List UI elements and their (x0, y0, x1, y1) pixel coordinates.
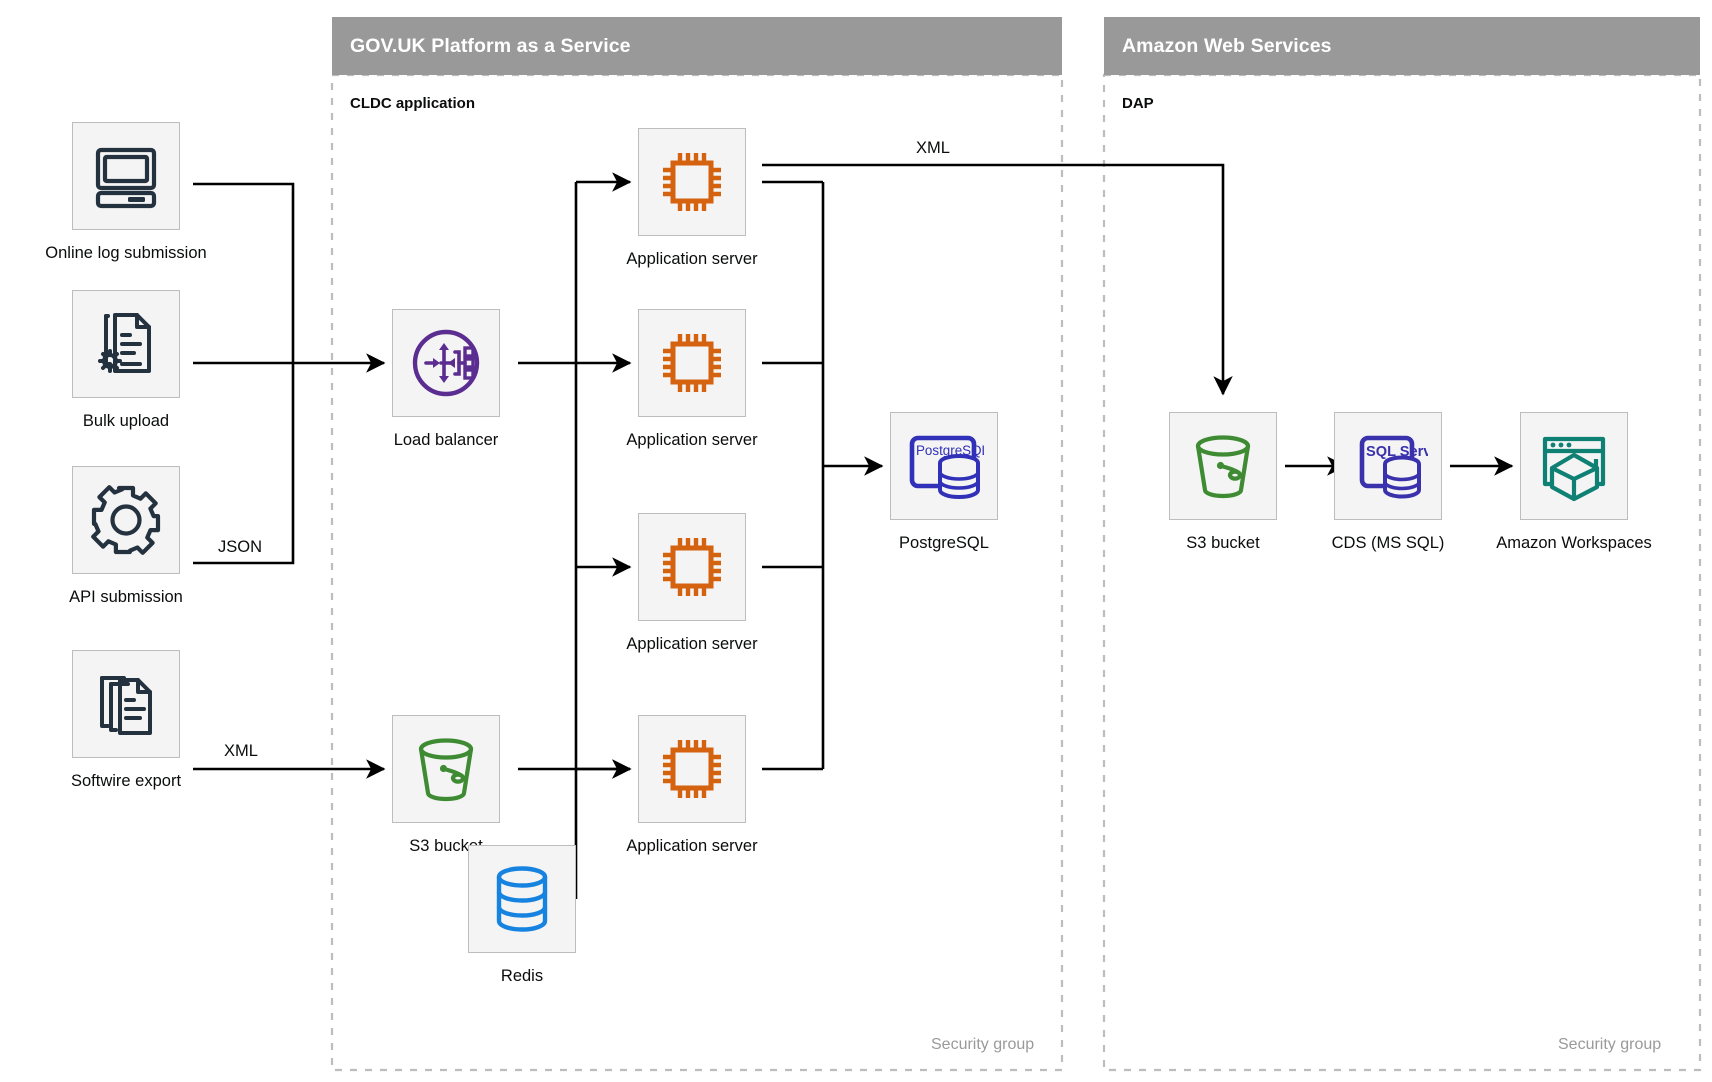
node-label: Online log submission (45, 244, 207, 262)
node-label: Load balancer (393, 431, 499, 449)
zone-subtitle-paas: CLDC application (350, 95, 476, 112)
node-app-server-4[interactable]: Application server (626, 715, 758, 855)
node-label: Application server (626, 635, 758, 653)
zone-title-paas: GOV.UK Platform as a Service (350, 34, 631, 57)
node-amazon-workspaces[interactable]: Amazon Workspaces (1496, 412, 1652, 552)
json-edge-label: JSON (218, 538, 263, 556)
load-balancer-icon-box (392, 309, 500, 417)
paas-security-group-label: Security group (931, 1036, 1035, 1053)
xml-softwire-edge-label: XML (224, 742, 258, 760)
postgresql-icon-text: PostgreSQL (916, 443, 984, 458)
node-app-server-1[interactable]: Application server (626, 128, 758, 268)
cpu-chip-icon-box (638, 513, 746, 621)
node-label: Application server (626, 837, 758, 855)
s3-bucket-icon-box (1169, 412, 1277, 520)
node-s3-bucket-paas[interactable]: S3 bucket (392, 715, 500, 855)
node-app-server-3[interactable]: Application server (626, 513, 758, 653)
node-cds-ms-sql[interactable]: SQL Server CDS (MS SQL) (1332, 412, 1444, 552)
connector-lines (193, 163, 1514, 899)
node-label: CDS (MS SQL) (1331, 534, 1445, 552)
zone-header-paas: GOV.UK Platform as a Service (332, 17, 1062, 75)
xml-dap-edge-label: XML (916, 139, 950, 157)
node-label: S3 bucket (409, 837, 483, 855)
gear-icon-box (72, 466, 180, 574)
node-label: PostgreSQL (899, 534, 989, 552)
aws-security-group-label: Security group (1558, 1036, 1662, 1053)
workspaces-cube-icon (1542, 436, 1606, 502)
node-s3-bucket-aws[interactable]: S3 bucket (1169, 412, 1277, 552)
node-api-submission[interactable]: API submission (69, 466, 183, 606)
document-gear-icon (98, 313, 151, 373)
document-gear-icon-box (72, 290, 180, 398)
cpu-chip-icon (663, 153, 721, 211)
documents-stack-icon-box (72, 650, 180, 758)
documents-stack-icon (100, 676, 152, 735)
load-balancer-icon (412, 329, 480, 397)
zone-subtitle-aws: DAP (1122, 95, 1154, 112)
cpu-chip-icon (663, 740, 721, 798)
cpu-chip-icon (663, 334, 721, 392)
workspaces-cube-icon-box (1520, 412, 1628, 520)
node-label: API submission (69, 588, 183, 606)
cpu-chip-icon-box (638, 128, 746, 236)
desktop-computer-icon (95, 147, 157, 209)
sql-server-icon-text: SQL Server (1366, 444, 1428, 460)
sql-server-icon: SQL Server (1359, 435, 1428, 499)
s3-bucket-icon (418, 738, 474, 802)
cpu-chip-icon-box (638, 309, 746, 417)
s3-bucket-icon (1195, 435, 1251, 499)
node-load-balancer[interactable]: Load balancer (392, 309, 500, 449)
node-label: S3 bucket (1186, 534, 1260, 552)
cpu-chip-icon (663, 538, 721, 596)
postgresql-icon: PostgreSQL (909, 435, 984, 499)
sql-server-icon-box: SQL Server (1334, 412, 1442, 520)
node-label: Redis (500, 967, 544, 985)
node-bulk-upload[interactable]: Bulk upload (72, 290, 180, 430)
cpu-chip-icon-box (638, 715, 746, 823)
node-postgresql[interactable]: PostgreSQL PostgreSQL (890, 412, 998, 552)
node-label: Bulk upload (82, 412, 170, 430)
redis-database-icon-box (468, 845, 576, 953)
aws-security-group-border (1102, 73, 1702, 1072)
s3-bucket-icon-box (392, 715, 500, 823)
node-label: Amazon Workspaces (1496, 534, 1652, 552)
node-softwire-export[interactable]: Softwire export (71, 650, 181, 790)
zone-title-aws: Amazon Web Services (1122, 34, 1332, 57)
node-app-server-2[interactable]: Application server (626, 309, 758, 449)
desktop-computer-icon-box (72, 122, 180, 230)
node-label: Application server (626, 250, 758, 268)
node-redis[interactable]: Redis (468, 845, 576, 985)
node-online-log-submission[interactable]: Online log submission (45, 122, 207, 262)
gear-icon (91, 485, 161, 555)
postgresql-icon-box: PostgreSQL (890, 412, 998, 520)
node-label: Softwire export (70, 772, 182, 790)
zone-header-aws: Amazon Web Services (1104, 17, 1700, 75)
paas-security-group-border (330, 73, 1064, 1072)
redis-database-icon (496, 866, 548, 932)
node-label: Application server (626, 431, 758, 449)
